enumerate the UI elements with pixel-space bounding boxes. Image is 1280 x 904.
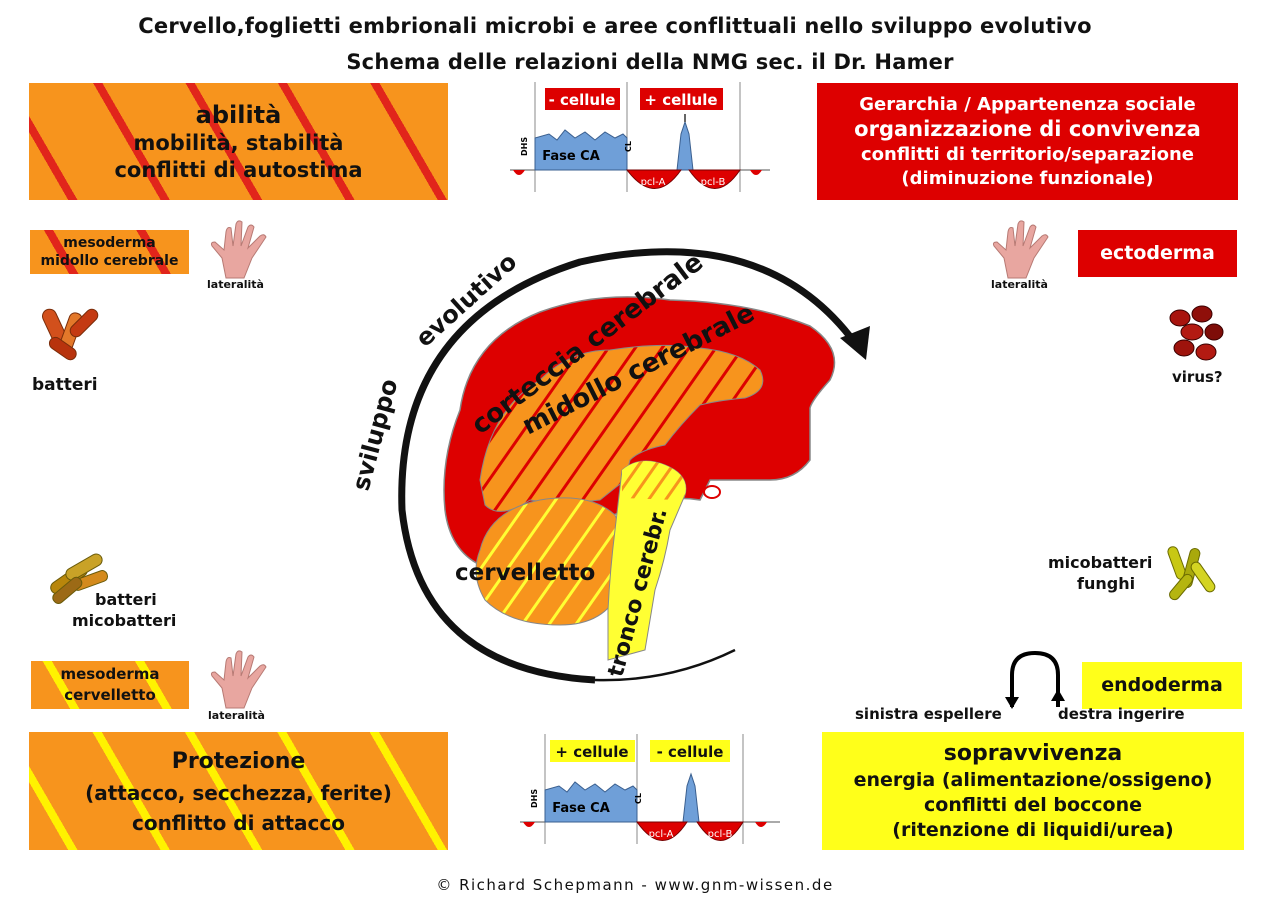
hand-icon-right bbox=[992, 220, 1049, 279]
hierarchy-box: Gerarchia / Appartenenza sociale organiz… bbox=[817, 83, 1238, 200]
bottom-pcl-b-label: pcl-B bbox=[708, 829, 733, 840]
ability-box: abilità mobilità, stabilità conflitti di… bbox=[29, 83, 448, 200]
bottom-plus-cells-label: + cellule bbox=[555, 743, 628, 761]
page-title: Cervello,foglietti embrionali microbi e … bbox=[138, 14, 1092, 38]
top-phase-label: Fase CA bbox=[542, 149, 600, 164]
brain-diagram: corteccia cerebrale midollo cerebrale ce… bbox=[347, 247, 870, 684]
bottom-dhs-label: DHS bbox=[530, 789, 539, 808]
top-pcl-b-label: pcl-B bbox=[701, 177, 726, 188]
survival-line2: energia (alimentazione/ossigeno) bbox=[853, 769, 1213, 792]
virus-icon bbox=[1169, 305, 1224, 361]
ability-line3: conflitti di autostima bbox=[114, 157, 363, 182]
bacteria-label-lower: batteri bbox=[95, 590, 157, 609]
survival-line3: conflitti del boccone bbox=[924, 793, 1142, 816]
top-pcl-a-label: pcl-A bbox=[641, 177, 666, 188]
hierarchy-line2: organizzazione di convivenza bbox=[854, 117, 1201, 142]
laterality-label-right: lateralità bbox=[991, 278, 1048, 291]
survival-title: sopravvivenza bbox=[943, 740, 1123, 766]
bottom-pcl-a-label: pcl-A bbox=[649, 829, 674, 840]
protection-title: Protezione bbox=[171, 748, 306, 774]
laterality-label-lower-left: lateralità bbox=[208, 709, 265, 722]
mesoderm-medulla-line1: mesoderma bbox=[63, 234, 156, 251]
mycobacteria-label-right: micobatteri bbox=[1048, 553, 1153, 572]
ectoderm-label: ectoderma bbox=[1100, 241, 1215, 264]
protection-line2: (attacco, secchezza, ferite) bbox=[85, 780, 392, 805]
hand-icon bbox=[210, 220, 267, 279]
bottom-cl-label: CL bbox=[634, 793, 643, 804]
hierarchy-line1: Gerarchia / Appartenenza sociale bbox=[859, 93, 1196, 115]
bacteria-icon bbox=[42, 308, 99, 361]
protection-box: Protezione (attacco, secchezza, ferite) … bbox=[29, 732, 448, 850]
copyright-footer: © Richard Schepmann - www.gnm-wissen.de bbox=[436, 876, 834, 894]
right-ingest-label: destra ingerire bbox=[1058, 705, 1185, 723]
bacteria-mycobacteria-icon bbox=[50, 553, 109, 604]
ability-line2: mobilità, stabilità bbox=[133, 131, 344, 156]
mesoderm-medulla-badge: mesoderma midollo cerebrale bbox=[30, 230, 189, 274]
endoderm-label: endoderma bbox=[1101, 673, 1223, 696]
laterality-label-upper-left: lateralità bbox=[207, 278, 264, 291]
endoderm-badge: endoderma bbox=[1082, 662, 1242, 709]
top-dhs-label: DHS bbox=[520, 137, 529, 156]
top-cl-label: CL bbox=[624, 141, 633, 152]
arrow-label-word1: sviluppo bbox=[347, 376, 404, 494]
bacteria-label-upper: batteri bbox=[32, 375, 98, 395]
hierarchy-line4: (diminuzione funzionale) bbox=[901, 167, 1154, 189]
bottom-phase-label: Fase CA bbox=[552, 801, 610, 816]
ability-title: abilità bbox=[195, 101, 282, 130]
survival-box: sopravvivenza energia (alimentazione/oss… bbox=[822, 732, 1244, 850]
hierarchy-line3: conflitti di territorio/separazione bbox=[860, 144, 1195, 166]
left-expel-label: sinistra espellere bbox=[855, 705, 1002, 723]
protection-line3: conflitto di attacco bbox=[131, 810, 346, 835]
mesoderm-medulla-line2: midollo cerebrale bbox=[40, 253, 179, 269]
mesoderm-cerebellum-line2: cervelletto bbox=[64, 686, 156, 704]
virus-label: virus? bbox=[1172, 368, 1223, 386]
ectoderm-badge: ectoderma bbox=[1078, 230, 1237, 277]
fungi-label: funghi bbox=[1077, 574, 1136, 593]
cerebellum-label: cervelletto bbox=[455, 560, 595, 586]
mesoderm-cerebellum-line1: mesoderma bbox=[60, 665, 160, 683]
survival-line4: (ritenzione di liquidi/urea) bbox=[892, 818, 1174, 841]
fungi-icon bbox=[1167, 546, 1216, 601]
bottom-minus-cells-label: - cellule bbox=[657, 743, 724, 761]
loop-arrow-icon bbox=[1005, 650, 1065, 709]
page-subtitle: Schema delle relazioni della NMG sec. il… bbox=[346, 50, 954, 74]
mesoderm-cerebellum-badge: mesoderma cervelletto bbox=[31, 661, 189, 709]
mycobacteria-label-lower: micobatteri bbox=[72, 611, 177, 630]
top-plus-cells-label: + cellule bbox=[644, 91, 717, 109]
hand-icon-lower bbox=[210, 650, 267, 709]
phase-diagram-bottom: + cellule - cellule Fase CA pcl-A pcl-B … bbox=[520, 734, 780, 844]
phase-diagram-top: - cellule + cellule Fase CA pcl-A pcl-B … bbox=[510, 82, 770, 192]
top-minus-cells-label: - cellule bbox=[549, 91, 616, 109]
